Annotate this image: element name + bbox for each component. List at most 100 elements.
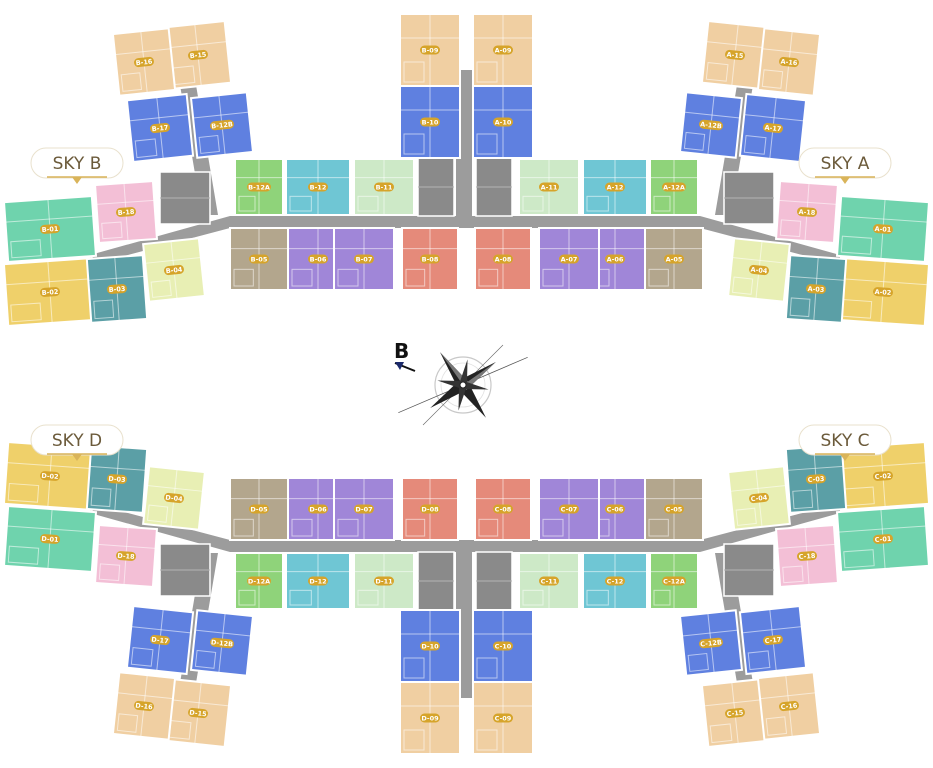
- unit-c-11[interactable]: C-11: [518, 552, 580, 610]
- unit-badge: [247, 182, 271, 192]
- unit-interior-walls: [839, 199, 928, 259]
- unit-c-05[interactable]: C-05: [644, 477, 704, 541]
- unit-b-08[interactable]: B-08: [401, 227, 459, 291]
- unit-badge: [247, 576, 271, 586]
- unit-label: A-02: [874, 288, 891, 297]
- unit-label: D-15: [189, 709, 207, 719]
- unit-d-05[interactable]: D-05: [229, 477, 289, 541]
- unit-b-17[interactable]: B-17: [125, 92, 195, 164]
- unit-c-04[interactable]: C-04: [727, 465, 791, 531]
- unit-a-10[interactable]: A-10: [472, 85, 534, 159]
- unit-badge: [107, 474, 127, 484]
- unit-badge: [188, 49, 208, 61]
- unit-label: D-06: [309, 505, 327, 513]
- unit-b-16[interactable]: B-16: [111, 27, 177, 97]
- unit-badge: [797, 551, 817, 561]
- unit-c-10[interactable]: C-10: [472, 609, 534, 683]
- unit-c-07[interactable]: C-07: [538, 477, 600, 541]
- sky-b-label: SKY B: [30, 147, 124, 184]
- unit-d-17[interactable]: D-17: [125, 604, 195, 676]
- unit-c-18[interactable]: C-18: [774, 523, 840, 589]
- unit-d-11[interactable]: D-11: [353, 552, 415, 610]
- unit-a-12a[interactable]: A-12A: [649, 158, 699, 216]
- unit-b-12[interactable]: B-12: [285, 158, 351, 216]
- unit-a-12b[interactable]: A-12B: [678, 91, 744, 159]
- unit-b-11[interactable]: B-11: [353, 158, 415, 216]
- unit-label: C-12B: [700, 638, 722, 648]
- unit-badge: [605, 254, 625, 264]
- unit-badge: [420, 117, 440, 127]
- unit-b-02[interactable]: B-02: [2, 256, 98, 328]
- unit-d-01[interactable]: D-01: [2, 504, 98, 574]
- unit-a-17[interactable]: A-17: [738, 92, 808, 164]
- compass-north-marker: B: [394, 339, 416, 372]
- unit-c-12b[interactable]: C-12B: [678, 609, 744, 677]
- unit-b-09[interactable]: B-09: [399, 13, 461, 87]
- unit-badge: [420, 641, 440, 651]
- unit-badge: [662, 182, 686, 192]
- unit-b-05[interactable]: B-05: [229, 227, 289, 291]
- unit-d-12a[interactable]: D-12A: [234, 552, 284, 610]
- unit-a-07[interactable]: A-07: [538, 227, 600, 291]
- unit-b-10[interactable]: B-10: [399, 85, 461, 159]
- unit-badge: [40, 534, 60, 544]
- unit-b-18[interactable]: B-18: [93, 179, 159, 245]
- unit-c-16[interactable]: C-16: [756, 671, 822, 741]
- unit-a-04[interactable]: A-04: [727, 237, 791, 303]
- unit-label: D-07: [355, 505, 372, 513]
- unit-c-01[interactable]: C-01: [835, 504, 931, 574]
- unit-d-04[interactable]: D-04: [142, 465, 206, 531]
- unit-label: B-05: [251, 255, 268, 263]
- unit-label: C-12A: [663, 577, 685, 585]
- unit-label: C-02: [874, 472, 891, 481]
- unit-label: D-11: [375, 577, 393, 585]
- unit-a-11[interactable]: A-11: [518, 158, 580, 216]
- unit-c-17[interactable]: C-17: [738, 604, 808, 676]
- unit-a-02[interactable]: A-02: [835, 256, 931, 328]
- unit-label: C-05: [666, 505, 683, 513]
- unit-a-08[interactable]: A-08: [474, 227, 532, 291]
- unit-c-09[interactable]: C-09: [472, 681, 534, 755]
- unit-b-07[interactable]: B-07: [333, 227, 395, 291]
- unit-c-12[interactable]: C-12: [582, 552, 648, 610]
- unit-d-07[interactable]: D-07: [333, 477, 395, 541]
- unit-d-16[interactable]: D-16: [111, 671, 177, 741]
- unit-d-18[interactable]: D-18: [93, 523, 159, 589]
- unit-badge: [40, 471, 60, 481]
- unit-b-12a[interactable]: B-12A: [234, 158, 284, 216]
- unit-c-08[interactable]: C-08: [474, 477, 532, 541]
- unit-a-16[interactable]: A-16: [756, 27, 822, 97]
- unit-badge: [150, 122, 170, 134]
- unit-d-09[interactable]: D-09: [399, 681, 461, 755]
- unit-d-08[interactable]: D-08: [401, 477, 459, 541]
- unit-a-18[interactable]: A-18: [774, 179, 840, 245]
- unit-b-01[interactable]: B-01: [2, 194, 98, 264]
- unit-a-05[interactable]: A-05: [644, 227, 704, 291]
- unit-b-12b[interactable]: B-12B: [189, 91, 255, 159]
- unit-d-03[interactable]: D-03: [85, 444, 149, 514]
- unit-label: B-10: [422, 118, 439, 126]
- unit-b-03[interactable]: B-03: [85, 254, 149, 324]
- unit-label: D-16: [135, 702, 153, 712]
- unit-d-12b[interactable]: D-12B: [189, 609, 255, 677]
- unit-c-03[interactable]: C-03: [784, 444, 848, 514]
- unit-d-10[interactable]: D-10: [399, 609, 461, 683]
- unit-a-12[interactable]: A-12: [582, 158, 648, 216]
- unit-b-15[interactable]: B-15: [163, 19, 233, 91]
- unit-label: B-15: [189, 50, 207, 60]
- unit-badge: [134, 700, 154, 712]
- sky-d-label: SKY D: [30, 424, 124, 461]
- unit-label: A-08: [495, 255, 512, 263]
- unit-c-12a[interactable]: C-12A: [649, 552, 699, 610]
- unit-badge: [150, 634, 170, 646]
- unit-badge: [116, 551, 136, 561]
- unit-d-12[interactable]: D-12: [285, 552, 351, 610]
- unit-a-01[interactable]: A-01: [835, 194, 931, 264]
- unit-a-09[interactable]: A-09: [472, 13, 534, 87]
- unit-label: C-15: [726, 708, 744, 718]
- unit-a-03[interactable]: A-03: [784, 254, 848, 324]
- unit-b-04[interactable]: B-04: [142, 237, 206, 303]
